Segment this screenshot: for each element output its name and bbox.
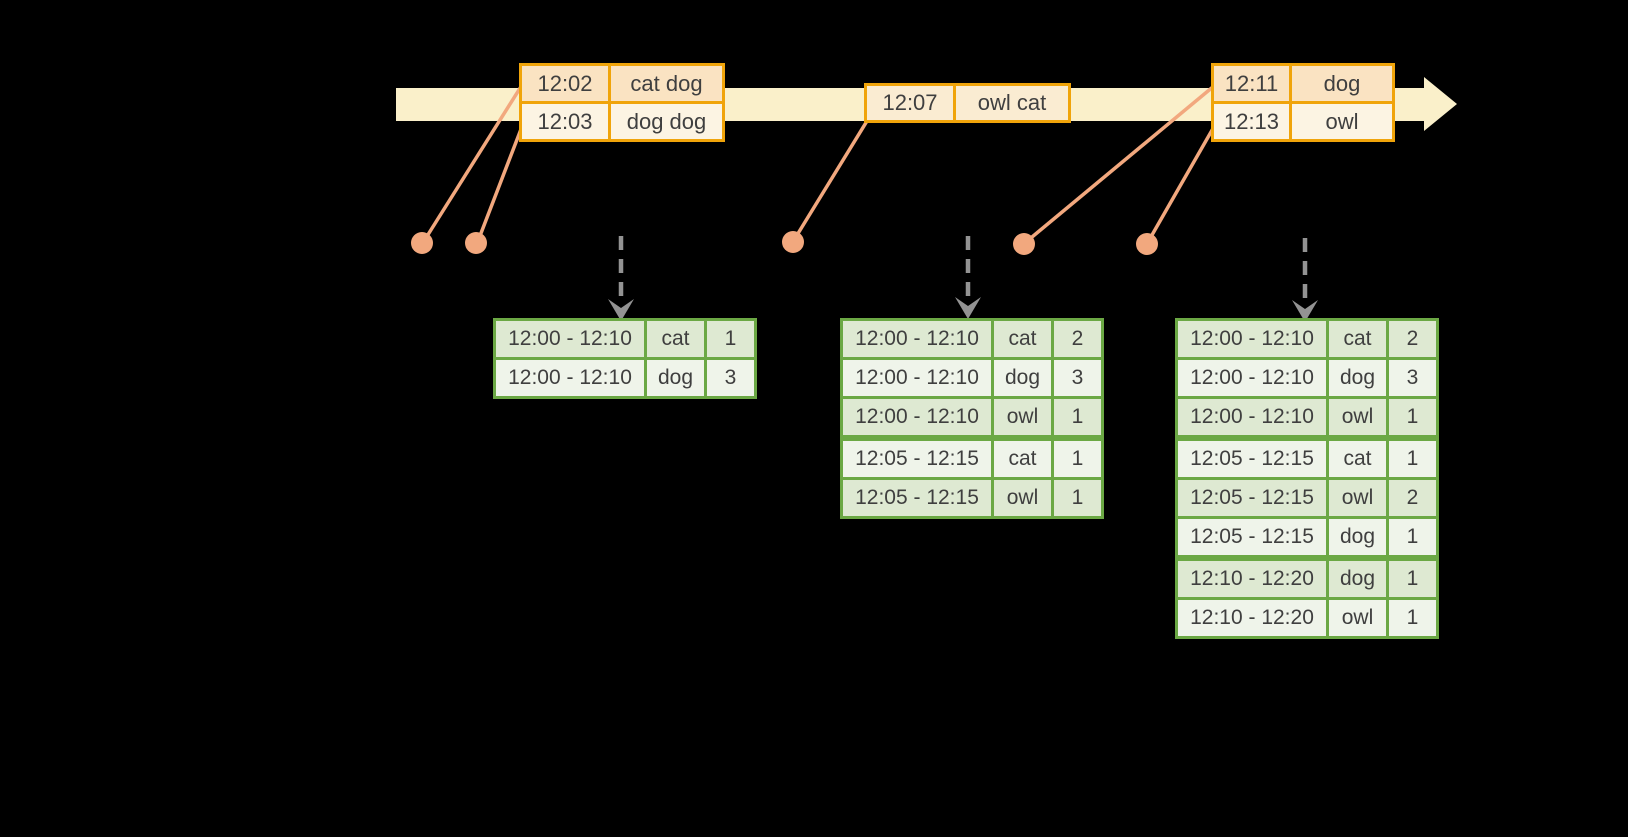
window-cell: 12:05 - 12:15 <box>1178 519 1326 555</box>
table-row: 12:00 - 12:10 cat 2 <box>1178 321 1436 357</box>
trigger-arrowhead-icon <box>955 297 981 319</box>
word-cell: owl <box>1329 600 1386 636</box>
event-time: 12:11 <box>1214 66 1289 101</box>
window-cell: 12:05 - 12:15 <box>1178 441 1326 477</box>
count-cell: 1 <box>1054 441 1101 477</box>
window-cell: 12:00 - 12:10 <box>843 399 991 435</box>
count-cell: 1 <box>707 321 754 357</box>
event-dots <box>411 231 1158 255</box>
count-cell: 1 <box>1389 600 1436 636</box>
word-cell: dog <box>994 360 1051 396</box>
table-row: 12:10 - 12:20 dog 1 <box>1178 561 1436 597</box>
window-cell: 12:10 - 12:20 <box>1178 561 1326 597</box>
window-cell: 12:00 - 12:10 <box>1178 321 1326 357</box>
count-cell: 3 <box>707 360 754 396</box>
word-cell: cat <box>647 321 704 357</box>
event-dot-icon <box>465 232 487 254</box>
word-cell: dog <box>1329 561 1386 597</box>
event-time: 12:03 <box>522 104 608 139</box>
connector-line-1207 <box>792 120 869 241</box>
result-table-2: 12:00 - 12:10 cat 2 12:00 - 12:10 dog 3 … <box>840 318 1104 519</box>
table-row: 12:00 - 12:10 dog 3 <box>496 360 754 396</box>
event-table-1: 12:02 cat dog 12:03 dog dog <box>519 63 725 142</box>
event-words: dog dog <box>611 104 722 139</box>
event-time: 12:13 <box>1214 104 1289 139</box>
table-row: 12:00 - 12:10 owl 1 <box>1178 399 1436 435</box>
connector-line-1213 <box>1146 124 1217 243</box>
window-cell: 12:00 - 12:10 <box>843 360 991 396</box>
table-row: 12:00 - 12:10 cat 2 <box>843 321 1101 357</box>
event-words: owl <box>1292 104 1392 139</box>
event-table-3: 12:11 dog 12:13 owl <box>1211 63 1395 142</box>
table-row: 12:05 - 12:15 dog 1 <box>1178 519 1436 555</box>
table-row: 12:05 - 12:15 cat 1 <box>843 441 1101 477</box>
count-cell: 2 <box>1389 321 1436 357</box>
event-words: owl cat <box>956 86 1068 120</box>
event-time: 12:02 <box>522 66 608 101</box>
event-dot-icon <box>1136 233 1158 255</box>
word-cell: dog <box>1329 360 1386 396</box>
event-time: 12:07 <box>867 86 953 120</box>
word-cell: owl <box>994 399 1051 435</box>
count-cell: 1 <box>1054 399 1101 435</box>
word-cell: dog <box>647 360 704 396</box>
trigger-arrow-stems <box>618 236 1308 303</box>
event-dot-icon <box>411 232 433 254</box>
count-cell: 3 <box>1054 360 1101 396</box>
table-row: 12:05 - 12:15 owl 1 <box>843 480 1101 516</box>
event-words: cat dog <box>611 66 722 101</box>
event-words: dog <box>1292 66 1392 101</box>
table-row: 12:00 - 12:10 dog 3 <box>843 360 1101 396</box>
count-cell: 3 <box>1389 360 1436 396</box>
window-cell: 12:00 - 12:10 <box>843 321 991 357</box>
window-cell: 12:05 - 12:15 <box>843 480 991 516</box>
table-row: 12:00 - 12:10 owl 1 <box>843 399 1101 435</box>
word-cell: owl <box>1329 480 1386 516</box>
word-cell: cat <box>994 321 1051 357</box>
count-cell: 1 <box>1389 441 1436 477</box>
word-cell: cat <box>1329 321 1386 357</box>
count-cell: 1 <box>1389 519 1436 555</box>
window-cell: 12:00 - 12:10 <box>496 321 644 357</box>
window-cell: 12:05 - 12:15 <box>1178 480 1326 516</box>
connector-line-1203 <box>476 123 525 242</box>
word-cell: cat <box>1329 441 1386 477</box>
word-cell: dog <box>1329 519 1386 555</box>
word-cell: cat <box>994 441 1051 477</box>
table-row: 12:00 - 12:10 dog 3 <box>1178 360 1436 396</box>
event-dot-icon <box>1013 233 1035 255</box>
table-row: 12:10 - 12:20 owl 1 <box>1178 600 1436 636</box>
window-cell: 12:00 - 12:10 <box>496 360 644 396</box>
event-table-2: 12:07 owl cat <box>864 83 1071 123</box>
window-cell: 12:05 - 12:15 <box>843 441 991 477</box>
window-cell: 12:00 - 12:10 <box>1178 399 1326 435</box>
table-row: 12:00 - 12:10 cat 1 <box>496 321 754 357</box>
result-table-1: 12:00 - 12:10 cat 1 12:00 - 12:10 dog 3 <box>493 318 757 399</box>
count-cell: 1 <box>1389 561 1436 597</box>
count-cell: 2 <box>1054 321 1101 357</box>
count-cell: 2 <box>1389 480 1436 516</box>
word-cell: owl <box>1329 399 1386 435</box>
table-row: 12:05 - 12:15 cat 1 <box>1178 441 1436 477</box>
window-cell: 12:00 - 12:10 <box>1178 360 1326 396</box>
event-dot-icon <box>782 231 804 253</box>
count-cell: 1 <box>1389 399 1436 435</box>
table-row: 12:05 - 12:15 owl 2 <box>1178 480 1436 516</box>
window-cell: 12:10 - 12:20 <box>1178 600 1326 636</box>
word-cell: owl <box>994 480 1051 516</box>
count-cell: 1 <box>1054 480 1101 516</box>
timeline-arrowhead-icon <box>1424 77 1457 131</box>
result-table-3: 12:00 - 12:10 cat 2 12:00 - 12:10 dog 3 … <box>1175 318 1439 639</box>
